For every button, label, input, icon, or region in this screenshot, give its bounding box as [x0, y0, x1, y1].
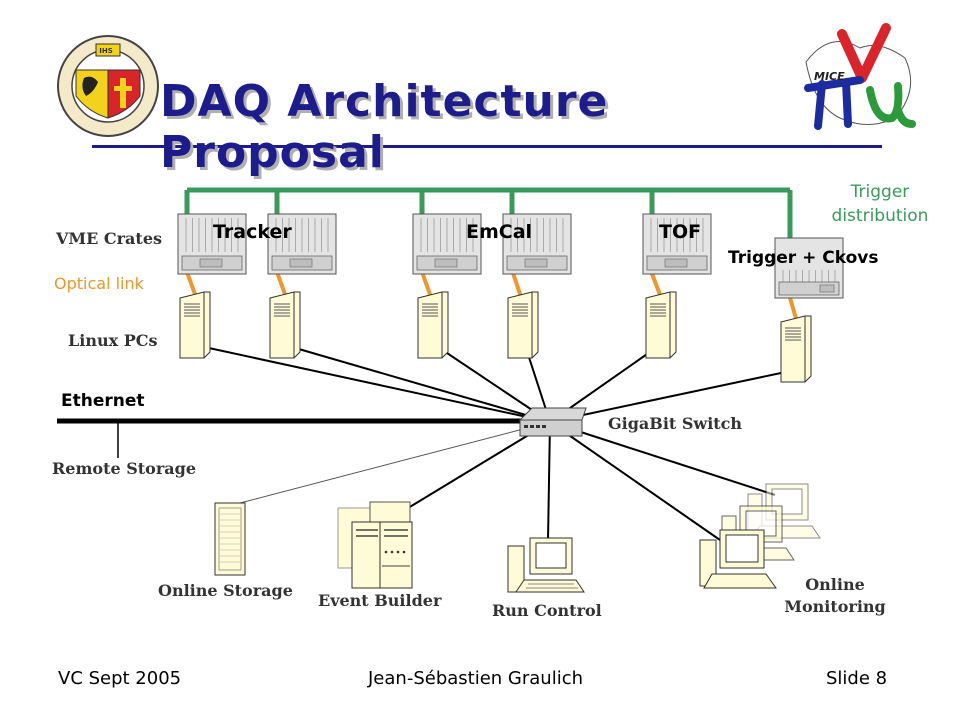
linux-pc-tower	[780, 315, 812, 383]
remote-storage-label: Remote Storage	[52, 459, 196, 478]
linux-pc-tower	[645, 291, 677, 359]
vme-crate	[412, 213, 482, 275]
svg-text:IHS: IHS	[99, 47, 113, 55]
linux-pc-tower	[507, 291, 539, 359]
mice-logo: MICE	[804, 23, 916, 130]
footer-author: Jean-Sébastien Graulich	[368, 668, 584, 689]
linux-pcs-label: Linux PCs	[68, 331, 158, 350]
linux-pc-tower	[179, 291, 211, 359]
gigabit-switch-device	[518, 407, 587, 437]
network-links	[194, 344, 796, 541]
run-control-label: Run Control	[492, 601, 602, 620]
online-monitoring-line1: Online	[805, 575, 865, 594]
vme-crates-label: VME Crates	[56, 229, 162, 248]
trigger-distribution-bus	[184, 187, 793, 238]
online-monitoring-workstations	[699, 483, 821, 589]
crate-label-tracker: Tracker	[213, 221, 292, 243]
vme-crate	[267, 213, 337, 275]
trigger-distribution-label: Trigger distribution	[820, 180, 940, 228]
university-seal-logo: IHS	[57, 35, 159, 137]
online-monitoring-label: Online Monitoring	[772, 574, 898, 618]
optical-link-label: Optical link	[54, 274, 144, 293]
linux-pc-tower	[269, 291, 301, 359]
crate-label-trigger-ckovs: Trigger + Ckovs	[728, 248, 879, 268]
vme-crates	[177, 213, 844, 299]
crate-label-tof: TOF	[659, 221, 702, 243]
ethernet-backbone	[57, 418, 522, 458]
run-control-workstation	[507, 537, 585, 593]
event-builder-label: Event Builder	[318, 591, 442, 610]
gigabit-switch-label: GigaBit Switch	[608, 414, 743, 433]
footer-slide-number: Slide 8	[826, 668, 888, 689]
online-storage-label: Online Storage	[158, 581, 293, 600]
vme-crate	[642, 213, 712, 275]
slide-title: DAQ Architecture Proposal	[160, 76, 609, 178]
vme-crate-trigger	[774, 237, 844, 299]
trigger-distribution-line2: distribution	[831, 206, 929, 226]
event-builder-device	[337, 501, 413, 589]
title-rule	[92, 145, 882, 148]
svg-text:MICE: MICE	[814, 70, 845, 83]
footer-date: VC Sept 2005	[58, 668, 182, 689]
linux-pcs	[179, 291, 812, 383]
vme-crate	[177, 213, 247, 275]
linux-pc-tower	[417, 291, 449, 359]
crate-label-emcal: EmCal	[466, 221, 533, 243]
online-storage-device	[214, 502, 246, 576]
trigger-distribution-line1: Trigger	[850, 182, 910, 202]
ethernet-label: Ethernet	[61, 391, 145, 411]
online-monitoring-line2: Monitoring	[784, 597, 886, 616]
vme-crate	[502, 213, 572, 275]
